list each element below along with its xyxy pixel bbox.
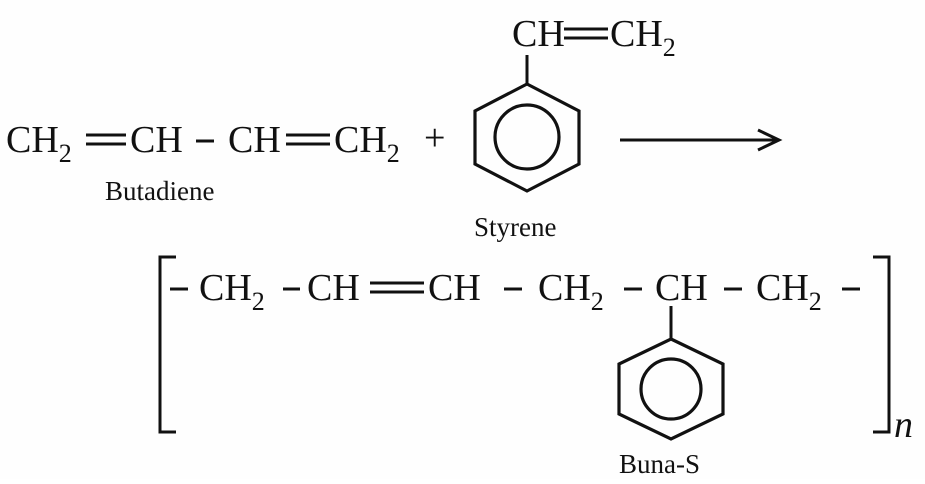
- styrene-hexagon: [473, 82, 581, 193]
- repeat-count-n: n: [894, 404, 913, 446]
- butadiene-ch2-left: CH2: [6, 119, 72, 168]
- product-ch2-6: CH2: [756, 267, 822, 316]
- styrene-benzene-ring: [473, 82, 581, 193]
- product-hexagon: [617, 337, 725, 441]
- product-aromatic-circle: [639, 357, 703, 421]
- butadiene-ch-3: CH: [228, 119, 281, 161]
- left-bracket: [158, 255, 176, 434]
- plus-sign: +: [424, 117, 445, 159]
- styrene-label: Styrene: [474, 212, 556, 242]
- product-ch-3: CH: [428, 267, 481, 309]
- butadiene-ch-2: CH: [130, 119, 183, 161]
- product-phenyl-group: [617, 306, 725, 441]
- buna-s-label: Buna-S: [619, 449, 700, 479]
- product-ch2-1: CH2: [199, 267, 265, 316]
- product-ch-2: CH: [307, 267, 360, 309]
- styrene-vinyl-group: CH CH2: [512, 13, 676, 84]
- styrene-aromatic-circle: [493, 103, 561, 171]
- styrene-vinyl-ch: CH: [512, 13, 565, 55]
- butadiene-label: Butadiene: [105, 176, 214, 206]
- buna-s-repeat-unit: CH2 CH CH CH2 CH CH2 n: [158, 255, 913, 446]
- styrene-vinyl-ch2: CH2: [610, 13, 676, 62]
- reaction-arrow: [620, 128, 783, 152]
- reaction-arrow-head: [757, 128, 783, 152]
- product-ch2-4: CH2: [538, 267, 604, 316]
- butadiene-formula: CH2 CH CH CH2 Butadiene: [6, 119, 400, 206]
- product-ch-5: CH: [655, 267, 708, 309]
- right-bracket: [873, 255, 891, 434]
- butadiene-ch2-right: CH2: [334, 119, 400, 168]
